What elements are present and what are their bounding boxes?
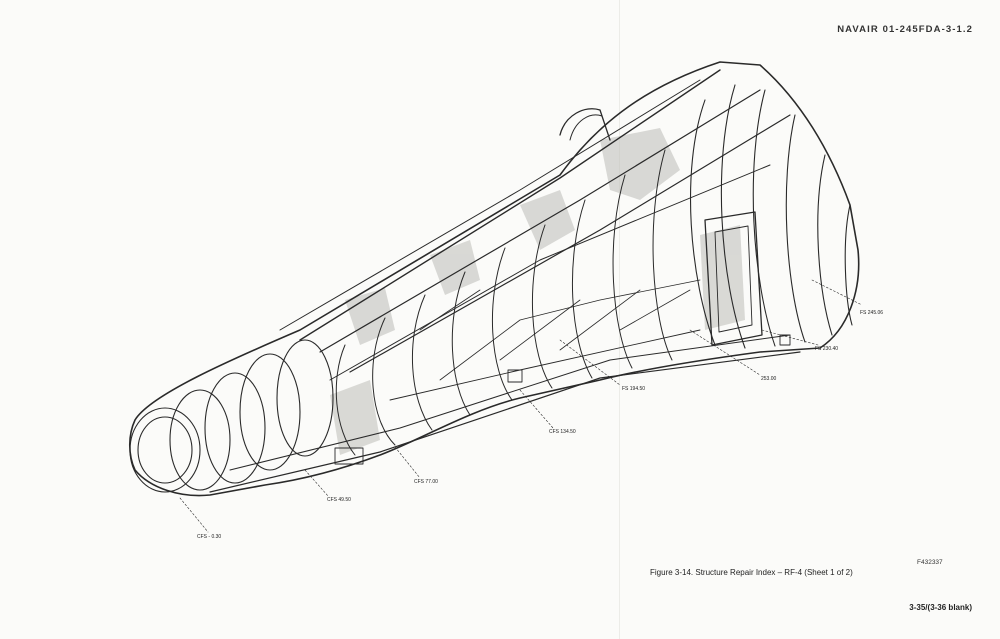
station-label: CFS - 0.30 bbox=[197, 534, 222, 540]
document-id: NAVAIR 01-245FDA-3-1.2 bbox=[837, 24, 973, 35]
nose-frames bbox=[129, 339, 334, 493]
mid-frames bbox=[335, 149, 673, 456]
aft-frames bbox=[690, 84, 853, 349]
station-label: FS 245.06 bbox=[860, 310, 884, 316]
station-label: 253.00 bbox=[761, 376, 777, 382]
station-label: CFS 77.00 bbox=[414, 479, 438, 485]
station-label: CFS 134.50 bbox=[549, 429, 576, 435]
figure-number: F432337 bbox=[917, 559, 943, 566]
interior-panels bbox=[330, 128, 745, 455]
page-fold bbox=[619, 0, 620, 639]
page-number: 3-35/(3-36 blank) bbox=[909, 603, 972, 612]
figure-caption: Figure 3-14. Structure Repair Index – RF… bbox=[650, 568, 853, 577]
fuselage-outline bbox=[128, 61, 860, 497]
station-leaders bbox=[179, 279, 863, 533]
station-label: FS 230.40 bbox=[815, 346, 839, 352]
station-label: FS 194.50 bbox=[622, 386, 646, 392]
station-label: CFS 49.50 bbox=[327, 497, 351, 503]
